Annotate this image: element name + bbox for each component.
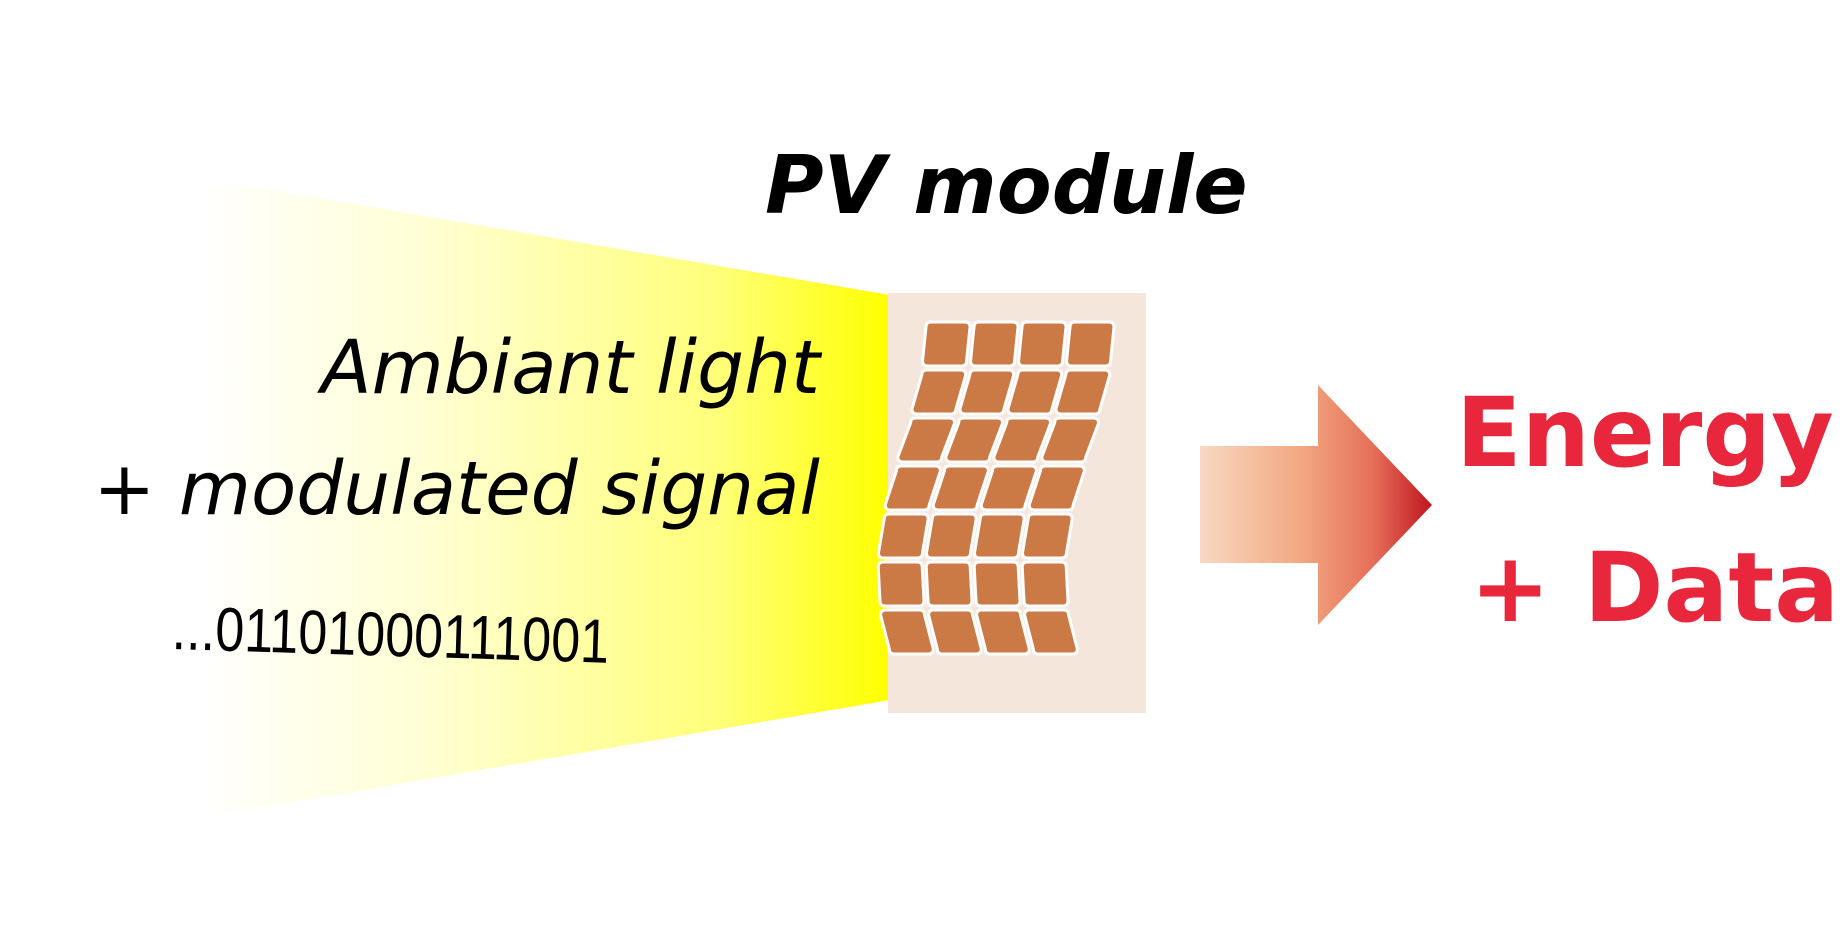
solar-cell xyxy=(883,464,942,512)
pv-module-title: PV module xyxy=(765,139,1248,232)
solar-cell xyxy=(972,560,1022,608)
solar-cell xyxy=(1020,560,1070,608)
solar-cell xyxy=(1017,320,1068,368)
solar-cell xyxy=(876,560,926,608)
solar-cell xyxy=(1023,608,1079,656)
solar-cell xyxy=(924,512,978,560)
solar-cell xyxy=(1020,512,1074,560)
solar-cell xyxy=(879,608,935,656)
solar-cell xyxy=(969,320,1020,368)
solar-cell xyxy=(896,416,957,464)
solar-cell xyxy=(910,368,968,416)
solar-cell xyxy=(1027,464,1086,512)
solar-cell xyxy=(927,608,983,656)
arrow-right-icon xyxy=(1200,385,1432,625)
solar-cell xyxy=(972,512,1026,560)
light-beam-icon xyxy=(200,178,890,818)
pv-panel-icon xyxy=(876,293,1146,713)
solar-cell xyxy=(944,416,1005,464)
ambient-light-label: Ambiant light xyxy=(320,325,820,411)
solar-cell xyxy=(876,512,930,560)
solar-cell xyxy=(992,416,1053,464)
solar-cell xyxy=(979,464,1038,512)
solar-cell xyxy=(924,560,974,608)
solar-cell-grid xyxy=(876,320,1116,656)
solar-cell xyxy=(975,608,1031,656)
solar-cell xyxy=(931,464,990,512)
solar-cell xyxy=(921,320,972,368)
bit-stream-label: ...01101000111001 xyxy=(170,594,611,677)
modulated-signal-label: + modulated signal xyxy=(93,446,820,532)
solar-cell xyxy=(958,368,1016,416)
solar-cell xyxy=(1054,368,1112,416)
solar-cell xyxy=(1006,368,1064,416)
energy-label: Energy xyxy=(1456,377,1834,489)
solar-cell xyxy=(1065,320,1116,368)
data-label: + Data xyxy=(1470,532,1839,644)
solar-cell xyxy=(1040,416,1101,464)
